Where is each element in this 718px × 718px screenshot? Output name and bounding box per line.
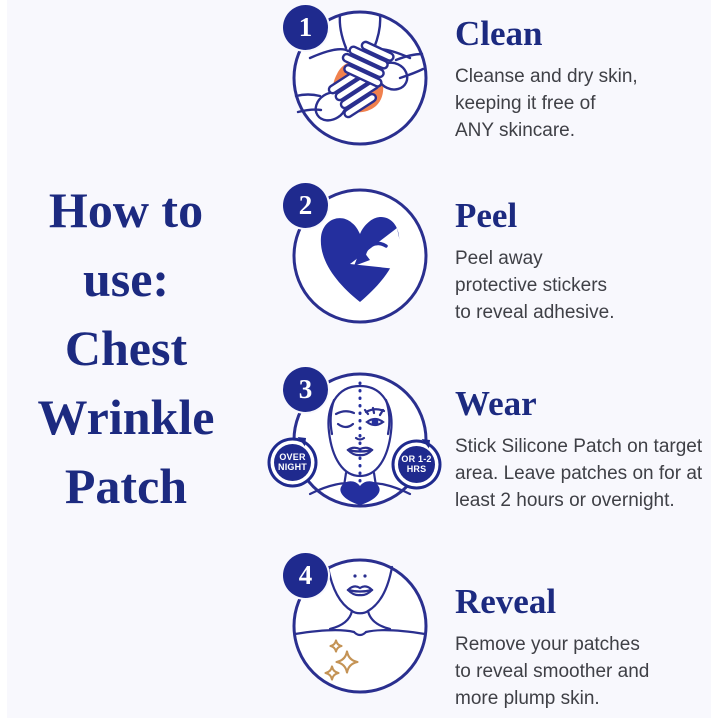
page-title-line: Wrinkle: [37, 389, 215, 445]
left-edge-strip: [0, 0, 7, 718]
step-number-badge: 3: [283, 367, 328, 412]
step-reveal: 4 Reveal Remove your patches to reveal s…: [283, 553, 710, 709]
step-wear: 3 OVER NIGHT OR 1-2 HRS Wear Stick Silic…: [274, 367, 710, 520]
step-clean: 1 Clean Cleanse and dry skin, keeping it…: [283, 5, 710, 158]
page-title-line: Patch: [64, 458, 188, 514]
step-number-badge: 1: [283, 5, 328, 50]
step-title: Clean: [455, 14, 543, 53]
step-peel: 2 Peel Peel away protective stickers to …: [283, 183, 710, 336]
step-title: Peel: [455, 196, 518, 235]
step-description: Remove your patches to reveal smoother a…: [455, 634, 650, 709]
face-with-chest-patch-icon: 3 OVER NIGHT OR 1-2 HRS: [274, 367, 435, 510]
hands-cleansing-chest-icon: 1: [283, 5, 430, 148]
one-to-two-hours-duration-badge: OR 1-2 HRS: [398, 446, 435, 483]
right-edge-strip: [711, 0, 718, 718]
peel-sticker-heart-icon: 2: [283, 183, 430, 326]
smooth-chest-sparkles-icon: 4: [283, 553, 430, 696]
step-description: Stick Silicone Patch on target area. Lea…: [455, 436, 703, 511]
page-title-line: Chest: [64, 320, 188, 376]
step-number-badge: 4: [283, 553, 328, 598]
step-number-badge: 2: [283, 183, 328, 228]
page-title-line: How to: [48, 182, 204, 238]
step-title: Reveal: [455, 582, 557, 621]
page-title: How to use: Chest Wrinkle Patch: [18, 176, 234, 521]
step-description: Peel away protective stickers to reveal …: [455, 248, 615, 323]
page-title-line: use:: [82, 251, 170, 307]
overnight-duration-badge: OVER NIGHT: [274, 444, 311, 481]
step-description: Cleanse and dry skin, keeping it free of…: [455, 66, 638, 141]
step-title: Wear: [455, 384, 537, 423]
